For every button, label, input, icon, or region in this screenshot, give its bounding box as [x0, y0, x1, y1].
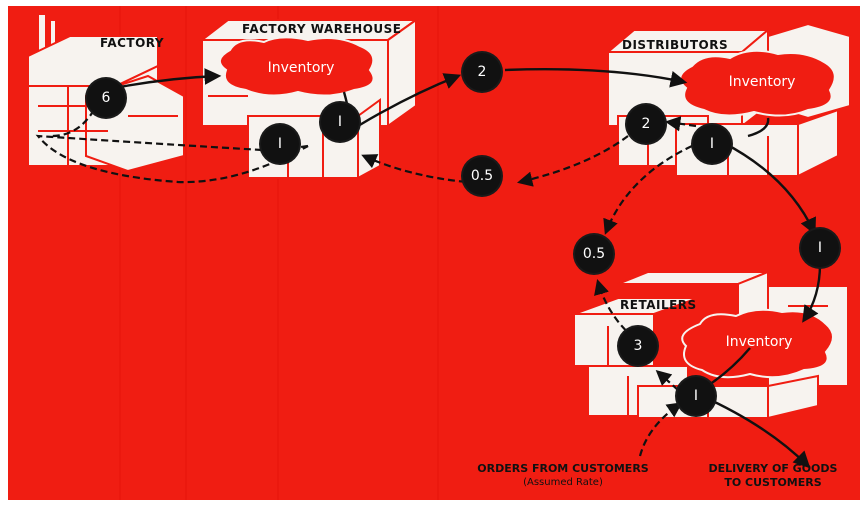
delivery-caption: DELIVERY OF GOODS TO CUSTOMERS	[698, 462, 848, 490]
node-retailer-ship: I	[677, 377, 715, 415]
warehouse-inventory-label: Inventory	[246, 60, 356, 76]
node-delay-distributor: 0.5	[575, 235, 613, 273]
orders-caption: ORDERS FROM CUSTOMERS (Assumed Rate)	[454, 462, 672, 490]
node-distributor-ship: I	[693, 125, 731, 163]
retailers-inventory-label: Inventory	[702, 334, 816, 350]
distributors-inventory-label: Inventory	[704, 74, 820, 90]
delivery-caption-line1: DELIVERY OF GOODS	[698, 462, 848, 476]
orders-caption-title: ORDERS FROM CUSTOMERS	[454, 462, 672, 476]
node-to-distributor: 2	[463, 53, 501, 91]
node-warehouse-ship: I	[321, 103, 359, 141]
warehouse-label: FACTORY WAREHOUSE	[242, 22, 402, 36]
node-warehouse-order: I	[261, 125, 299, 163]
node-delay-warehouse: 0.5	[463, 157, 501, 195]
node-to-retailer: I	[801, 229, 839, 267]
factory-label: FACTORY	[100, 36, 164, 50]
node-retailer-order: 3	[619, 327, 657, 365]
orders-caption-sub: (Assumed Rate)	[454, 476, 672, 490]
diagram-canvas: FACTORY FACTORY WAREHOUSE DISTRIBUTORS R…	[8, 6, 860, 500]
distributors-label: DISTRIBUTORS	[622, 38, 728, 52]
delivery-caption-line2: TO CUSTOMERS	[698, 476, 848, 490]
node-distributor-order: 2	[627, 105, 665, 143]
node-factory-order: 6	[87, 79, 125, 117]
retailers-label: RETAILERS	[620, 298, 697, 312]
